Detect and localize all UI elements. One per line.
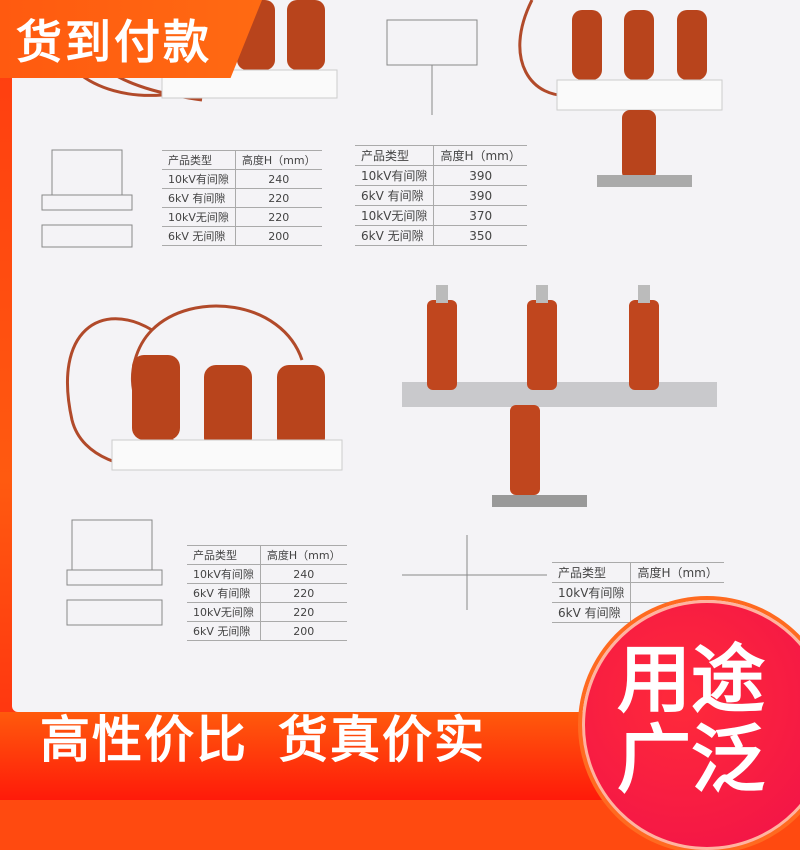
table-row: 10kV有间隙 — [552, 582, 724, 603]
cell — [630, 582, 724, 603]
slogan: 高性价比货真价实 — [40, 700, 486, 772]
slogan-right: 货真价实 — [278, 711, 486, 769]
header-cell: 产品类型 — [187, 545, 261, 565]
cell: 6kV 有间隙 — [187, 583, 261, 603]
cell: 370 — [433, 205, 527, 226]
slogan-left: 高性价比 — [40, 711, 248, 769]
arrester-top-right — [518, 0, 723, 187]
header-cell: 产品类型 — [162, 150, 236, 170]
product-illustrations — [41, 0, 723, 626]
cash-on-delivery-badge: 货到付款 — [0, 0, 262, 78]
arrester-middle-right — [402, 285, 717, 507]
cell: 220 — [235, 207, 322, 227]
header-cell: 高度H（mm） — [630, 562, 724, 583]
arrester-middle-left — [66, 304, 343, 471]
cell: 240 — [235, 169, 322, 189]
cell: 6kV 有间隙 — [552, 602, 632, 623]
header-cell: 高度H（mm） — [433, 145, 527, 166]
cell: 6kV 有间隙 — [162, 188, 236, 208]
cell: 200 — [260, 621, 347, 641]
cell: 10kV有间隙 — [187, 564, 261, 584]
cell: 240 — [260, 564, 347, 584]
cell: 350 — [433, 225, 527, 246]
cell: 10kV无间隙 — [162, 207, 236, 227]
badge-label: 货到付款 — [16, 15, 212, 69]
cell: 220 — [235, 188, 322, 208]
circle-line-1: 用途 — [617, 637, 765, 723]
cell: 6kV 无间隙 — [355, 225, 435, 246]
circle-line-2: 广泛 — [617, 717, 765, 803]
header-cell: 产品类型 — [552, 562, 632, 583]
cell: 6kV 无间隙 — [187, 621, 261, 641]
header-cell: 产品类型 — [355, 145, 435, 166]
cell: 220 — [260, 602, 347, 622]
cell: 200 — [235, 226, 322, 246]
cell: 6kV 有间隙 — [355, 185, 435, 206]
cell: 390 — [433, 185, 527, 206]
cell: 6kV 无间隙 — [162, 226, 236, 246]
cell: 10kV无间隙 — [187, 602, 261, 622]
cell: 390 — [433, 165, 527, 186]
cell: 10kV无间隙 — [355, 205, 435, 226]
header-cell: 高度H（mm） — [260, 545, 347, 565]
technical-drawings — [41, 19, 547, 626]
cell: 10kV有间隙 — [552, 582, 632, 603]
cell: 220 — [260, 583, 347, 603]
header-cell: 高度H（mm） — [235, 150, 322, 170]
cell: 10kV有间隙 — [355, 165, 435, 186]
cell: 10kV有间隙 — [162, 169, 236, 189]
